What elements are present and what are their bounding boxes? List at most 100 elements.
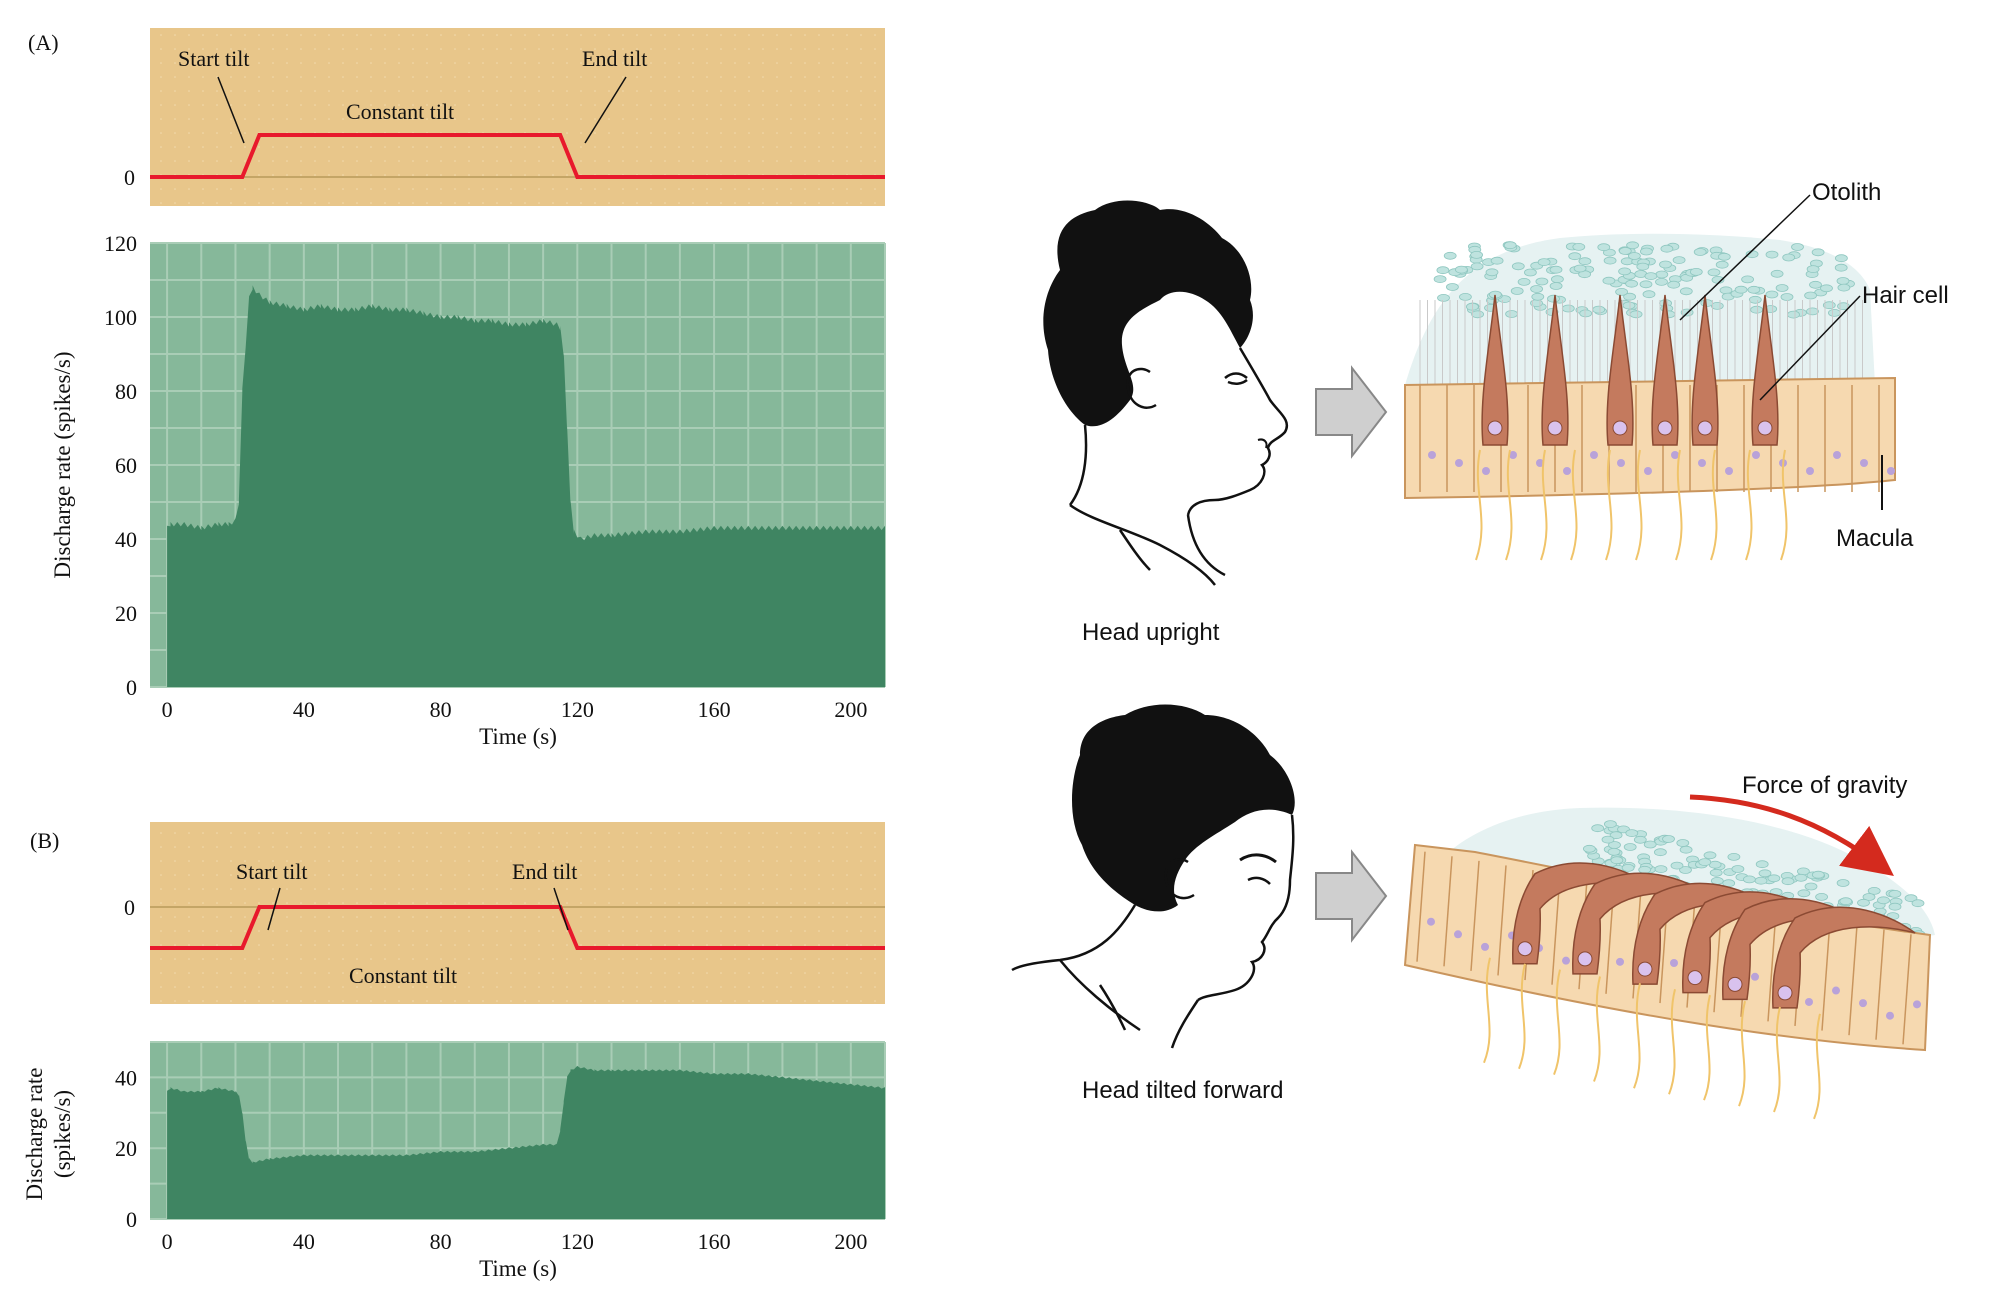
otolith-crystal <box>1470 262 1484 271</box>
hair-cell-nucleus <box>1517 941 1533 957</box>
cell-nucleus <box>1482 467 1490 475</box>
hair-cell-nucleus <box>1757 420 1773 436</box>
panel-b-end-tilt-pointer <box>553 887 569 931</box>
hair-cell <box>1541 294 1569 446</box>
panel-b-start-tilt-pointer <box>267 887 281 931</box>
nerve-fiber <box>1605 449 1613 561</box>
otolith-crystal <box>1828 308 1841 317</box>
otolith-crystal <box>1835 254 1848 263</box>
nerve-fiber <box>1633 983 1641 1089</box>
x-tick-label: 40 <box>293 697 315 722</box>
otolith-crystal <box>1530 285 1543 293</box>
panel-a-end-tilt-label: End tilt <box>582 46 647 71</box>
cell-nucleus <box>1859 999 1867 1008</box>
cell-nucleus <box>1481 942 1489 951</box>
cell-nucleus <box>1590 451 1598 459</box>
panel-b-constant-tilt-label: Constant tilt <box>349 963 457 988</box>
otolith-crystal <box>1804 882 1818 891</box>
otolith-crystal <box>1446 283 1459 291</box>
cell-wall <box>1821 920 1831 1031</box>
otolith-crystal <box>1834 263 1848 272</box>
otolith-crystal <box>1660 244 1674 253</box>
hair-cell-pointer <box>1759 295 1861 401</box>
otolith-crystal <box>1820 284 1833 293</box>
otolith-crystal <box>1642 290 1656 299</box>
otolith-crystal <box>1837 283 1851 292</box>
otolith-crystal <box>1904 894 1918 903</box>
otolith-crystal <box>1511 262 1525 271</box>
otolith-crystal <box>1531 292 1545 301</box>
cell-nucleus <box>1644 467 1652 475</box>
tilted-neck-outline <box>1011 904 1200 1049</box>
cell-nucleus <box>1887 467 1895 475</box>
otolith-crystal <box>1639 280 1653 289</box>
otolith-crystal <box>1836 879 1850 887</box>
y-tick-label: 0 <box>126 1207 137 1232</box>
cell-nucleus <box>1833 451 1841 459</box>
nerve-fiber <box>1553 969 1561 1076</box>
otolith-crystal <box>1471 310 1484 319</box>
otolith-crystal <box>1628 252 1641 260</box>
panel-a-histogram <box>167 285 885 687</box>
hair-cell <box>1651 294 1679 446</box>
otolith-crystal <box>1626 241 1639 250</box>
panel-b-stimulus: 0 Start tilt Constant tilt End tilt <box>124 822 885 1004</box>
panel-a-constant-tilt-label: Constant tilt <box>346 99 454 124</box>
otolith-crystal <box>1625 829 1639 837</box>
otolith-crystal <box>1679 845 1693 854</box>
force-of-gravity-label: Force of gravity <box>1742 772 1907 799</box>
otolith-crystal <box>1836 277 1850 285</box>
gravity-arrow-icon <box>1689 794 1894 877</box>
cell-nucleus <box>1454 930 1462 939</box>
macula-label: Macula <box>1836 525 1914 552</box>
otolith-crystal <box>1815 893 1828 901</box>
tilted-eye <box>1247 876 1271 885</box>
otolith-crystal <box>1731 865 1745 873</box>
nerve-fiber <box>1635 449 1643 561</box>
otolith-crystal <box>1618 267 1631 276</box>
nerve-fiber <box>1710 449 1718 561</box>
otolith-crystal <box>1561 304 1575 313</box>
otolith-crystal <box>1717 252 1731 261</box>
cell-nucleus <box>1455 459 1463 467</box>
otolith-crystal <box>1659 260 1672 269</box>
otolith-crystal <box>1638 865 1652 874</box>
otolith-crystal <box>1770 269 1784 278</box>
otolith-crystal <box>1743 875 1756 884</box>
hair-cell <box>1751 294 1779 446</box>
otolith-crystal <box>1857 898 1870 907</box>
otolith-crystal <box>1602 276 1616 285</box>
otolith-crystal <box>1888 890 1902 898</box>
otolith-crystal <box>1710 877 1724 885</box>
otolith-crystal <box>1459 292 1472 301</box>
nerve-fiber <box>1505 449 1513 561</box>
cell-nucleus <box>1562 956 1570 965</box>
otolith-crystal <box>1640 247 1653 256</box>
panel-b-y-axis-label-line2: (spikes/s) <box>50 1090 75 1178</box>
otolith-crystal <box>1636 262 1650 271</box>
y-tick-label: 80 <box>115 379 137 404</box>
tilted-hair-shape <box>1072 704 1295 912</box>
hair-cell-nucleus <box>1577 951 1593 967</box>
otolith-crystal <box>1672 256 1686 265</box>
otolith-crystal <box>1601 835 1615 844</box>
nerve-fiber <box>1483 957 1491 1064</box>
nerve-fiber <box>1738 1000 1746 1107</box>
otolith-crystal <box>1670 861 1684 870</box>
cell-nucleus <box>1670 959 1678 968</box>
otolith-crystal <box>1765 250 1779 259</box>
otolith-crystal <box>1693 248 1707 256</box>
otolith-crystal <box>1629 310 1643 319</box>
otolith-crystal <box>1804 291 1817 300</box>
otolith-crystal <box>1679 866 1692 874</box>
hair-cell-nucleus <box>1487 420 1503 436</box>
panel-b-x-axis-label: Time (s) <box>479 1256 557 1281</box>
tilted-arrow-icon <box>1315 849 1388 943</box>
otolith-crystal <box>1703 851 1717 860</box>
head-upright-caption: Head upright <box>1082 619 1220 646</box>
cell-nucleus <box>1563 467 1571 475</box>
